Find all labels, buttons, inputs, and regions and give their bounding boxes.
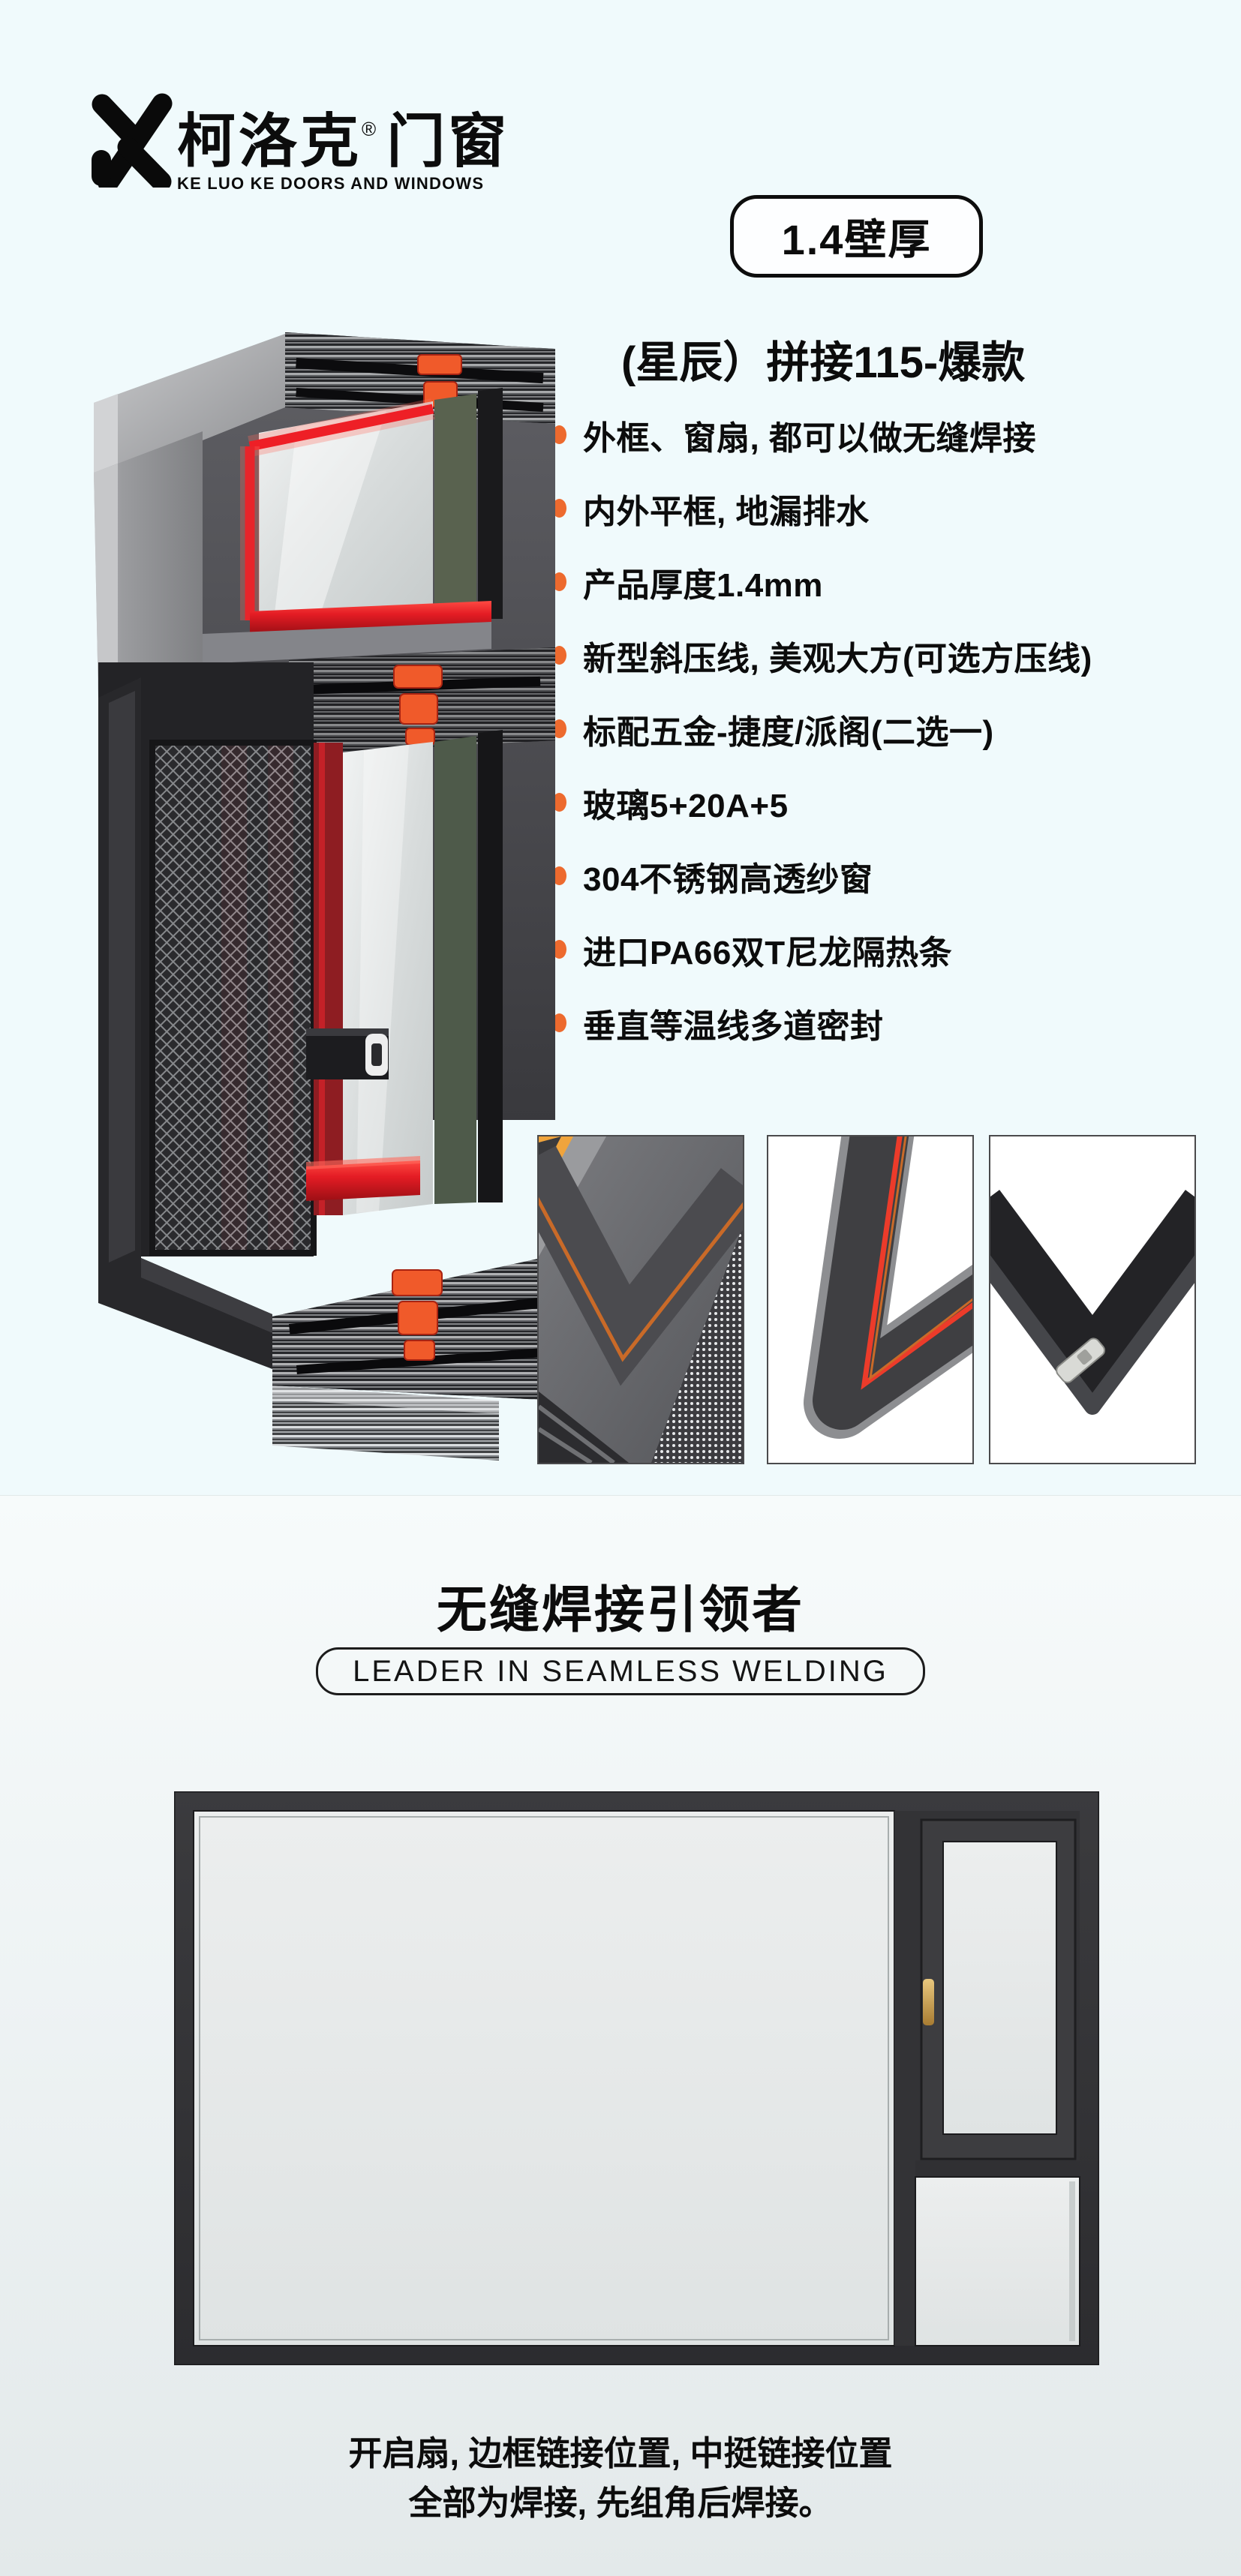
section-heading: 无缝焊接引领者 xyxy=(437,1582,804,1638)
render-lower-glass-unit xyxy=(314,730,503,1215)
feature-item: 玻璃5+20A+5 xyxy=(552,785,1092,824)
bullet-dot-icon xyxy=(552,499,566,518)
feature-item: 标配五金-捷度/派阁(二选一) xyxy=(552,711,1092,751)
window-elevation-diagram xyxy=(174,1791,1099,2365)
feature-item: 外框、窗扇, 都可以做无缝焊接 xyxy=(552,417,1092,457)
feature-list: 外框、窗扇, 都可以做无缝焊接 内外平框, 地漏排水 产品厚度1.4mm 新型斜… xyxy=(552,417,1092,1079)
bullet-dot-icon xyxy=(552,793,566,812)
bullet-dot-icon xyxy=(552,646,566,665)
thickness-badge: 1.4壁厚 xyxy=(730,195,983,278)
diagram-casement-sash xyxy=(915,1811,1080,2165)
product-render-window-profile-cutaway xyxy=(94,332,555,1461)
caption-line-1: 开启扇, 边框链接位置, 中挺链接位置 xyxy=(348,2434,893,2472)
detail-photo-red-gasket-corner xyxy=(767,1135,974,1464)
feature-item: 内外平框, 地漏排水 xyxy=(552,491,1092,530)
brand-k-mark-icon xyxy=(92,93,173,188)
feature-item: 进口PA66双T尼龙隔热条 xyxy=(552,932,1092,971)
section-subheading-wrap: LEADER IN SEAMLESS WELDING xyxy=(0,1647,1241,1695)
diagram-window-handle xyxy=(923,1979,934,2025)
bullet-dot-icon xyxy=(552,572,566,591)
feature-item: 新型斜压线, 美观大方(可选方压线) xyxy=(552,638,1092,677)
brand-wordmark: 柯洛克® 门窗 KE LUO KE DOORS AND WINDOWS xyxy=(177,92,509,194)
render-mid-gasket-band xyxy=(250,601,491,634)
diagram-caption: 开启扇, 边框链接位置, 中挺链接位置 全部为焊接, 先组角后焊接。 xyxy=(0,2429,1241,2528)
render-sill xyxy=(203,622,491,664)
render-top-slab xyxy=(94,334,285,473)
registered-trademark-icon: ® xyxy=(362,118,377,140)
render-mesh-screen xyxy=(98,662,317,1256)
render-outer-frame xyxy=(98,677,272,1369)
detail-photo-hinge-corner xyxy=(989,1135,1196,1464)
diagram-mullion xyxy=(894,1811,915,2346)
detail-photo-mesh-corner xyxy=(537,1135,744,1464)
section-subheading-pill: LEADER IN SEAMLESS WELDING xyxy=(316,1647,925,1695)
thickness-badge-label: 1.4壁厚 xyxy=(781,215,932,263)
brand-name-cn-2: 门窗 xyxy=(386,108,510,174)
diagram-transom xyxy=(915,2160,1080,2177)
render-crossbar xyxy=(306,1028,389,1079)
render-mid-profiles xyxy=(289,647,555,754)
bullet-dot-icon xyxy=(552,1013,566,1032)
bullet-dot-icon xyxy=(552,425,566,444)
render-bottom-profiles xyxy=(272,1255,555,1461)
brand-name-cn: 柯洛克 xyxy=(177,108,362,174)
render-upper-glass-unit xyxy=(240,388,503,620)
feature-item: 垂直等温线多道密封 xyxy=(552,1005,1092,1045)
bullet-dot-icon xyxy=(552,940,566,959)
feature-item: 产品厚度1.4mm xyxy=(552,564,1092,604)
brand-logo: 柯洛克® 门窗 KE LUO KE DOORS AND WINDOWS xyxy=(90,92,510,204)
diagram-fixed-glass-left xyxy=(193,1810,895,2346)
caption-line-2: 全部为焊接, 先组角后焊接。 xyxy=(408,2484,833,2522)
render-bottom-gasket-band xyxy=(306,1156,420,1201)
bullet-dot-icon xyxy=(552,866,566,885)
render-wall-edge xyxy=(94,464,118,698)
product-title: (星辰）拼接115-爆款 xyxy=(621,338,1026,387)
diagram-fixed-glass-lower-right xyxy=(915,2176,1080,2346)
brand-tagline: KE LUO KE DOORS AND WINDOWS xyxy=(177,174,485,193)
render-slab-edge xyxy=(94,394,118,473)
feature-item: 304不锈钢高透纱窗 xyxy=(552,858,1092,898)
render-left-wall xyxy=(94,431,203,698)
bullet-dot-icon xyxy=(552,719,566,738)
